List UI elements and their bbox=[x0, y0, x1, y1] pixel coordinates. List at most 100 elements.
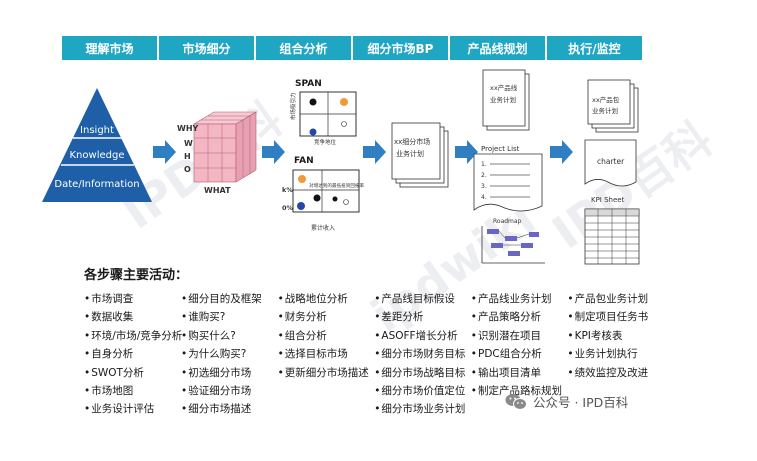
svg-text:W: W bbox=[184, 139, 193, 148]
list-item: 财务分析 bbox=[278, 308, 375, 326]
insight-pyramid: Insight Knowledge Date/Information bbox=[42, 88, 152, 202]
fan-note: 对增达到的最低投资回报率 bbox=[309, 182, 365, 189]
list-item: 细分市场财务目标 bbox=[374, 345, 471, 363]
list-item: 产品线目标假设 bbox=[374, 290, 471, 308]
arrow-1 bbox=[153, 140, 176, 164]
activity-columns: 市场调查 数据收集 环境/市场/竞争分析 自身分析 SWOT分析 市场地图 业务… bbox=[84, 290, 664, 419]
list-item: 初选细分市场 bbox=[181, 364, 278, 382]
fan-x-label: 累计收入 bbox=[311, 224, 335, 232]
list-item: 产品包业务计划 bbox=[567, 290, 664, 308]
project-list: Project List 1. 2. 3. 4. bbox=[473, 145, 543, 212]
svg-text:2.: 2. bbox=[481, 172, 487, 179]
activities-understand-market: 市场调查 数据收集 环境/市场/竞争分析 自身分析 SWOT分析 市场地图 业务… bbox=[84, 290, 182, 419]
list-item: 业务计划执行 bbox=[567, 345, 664, 363]
svg-text:xx产品包: xx产品包 bbox=[592, 95, 620, 104]
charter-doc: charter bbox=[584, 139, 637, 187]
list-item: 战略地位分析 bbox=[278, 290, 375, 308]
list-item: 细分市场业务计划 bbox=[374, 400, 471, 418]
svg-text:1.: 1. bbox=[481, 161, 487, 168]
list-item: 制定产品路标规划 bbox=[471, 382, 568, 400]
svg-text:业务计划: 业务计划 bbox=[490, 95, 516, 104]
phase-understand-market: 理解市场 bbox=[62, 36, 159, 60]
svg-text:3.: 3. bbox=[481, 183, 487, 190]
list-item: 市场调查 bbox=[84, 290, 181, 308]
phase-header: 理解市场 市场细分 组合分析 细分市场BP 产品线规划 执行/监控 bbox=[62, 36, 642, 60]
list-item: 细分目的及框架 bbox=[181, 290, 278, 308]
list-item: 绩效监控及改进 bbox=[567, 364, 664, 382]
wechat-account: 公众号 · IPD百科 bbox=[533, 395, 629, 410]
bp-document-stack: xx细分市场 业务计划 bbox=[391, 122, 449, 188]
svg-text:xx产品线: xx产品线 bbox=[490, 83, 518, 92]
list-item: 业务设计评估 bbox=[84, 400, 181, 418]
list-item: SWOT分析 bbox=[84, 364, 181, 382]
list-item: 谁购买? bbox=[181, 308, 278, 326]
product-line-plan-doc: xx产品线 业务计划 bbox=[482, 69, 530, 131]
segmentation-cube: WHY W H O WHAT bbox=[177, 111, 258, 195]
svg-text:O: O bbox=[184, 165, 191, 174]
activities-market-segmentation: 细分目的及框架 谁购买? 购买什么? 为什么购买? 初选细分市场 验证细分市场 … bbox=[181, 290, 278, 419]
wechat-credit: 公众号 · IPD百科 bbox=[505, 392, 628, 411]
fan-y-label: k% bbox=[282, 186, 293, 194]
list-item: 市场地图 bbox=[84, 382, 181, 400]
roadmap-title: Roadmap bbox=[493, 218, 522, 225]
list-item: 数据收集 bbox=[84, 308, 181, 326]
list-item: 更新细分市场描述 bbox=[278, 364, 375, 382]
kpi-label: KPI Sheet bbox=[591, 196, 625, 204]
arrow-3 bbox=[363, 140, 386, 164]
diagram-stage: Insight Knowledge Date/Information WHY W… bbox=[0, 60, 757, 265]
activities-segment-bp: 产品线目标假设 差距分析 ASOFF增长分析 细分市场财务目标 细分市场战略目标… bbox=[374, 290, 471, 419]
phase-execution-monitoring: 执行/监控 bbox=[547, 36, 642, 60]
list-item: 购买什么? bbox=[181, 327, 278, 345]
cube-why: WHY bbox=[177, 124, 199, 133]
fan-title: FAN bbox=[294, 156, 314, 166]
wechat-icon bbox=[505, 393, 527, 410]
span-title: SPAN bbox=[295, 79, 322, 89]
svg-text:H: H bbox=[184, 152, 191, 161]
cube-what: WHAT bbox=[204, 186, 231, 195]
phase-portfolio-analysis: 组合分析 bbox=[256, 36, 353, 60]
fan-chart: FAN 对增达到的最低投资回报率 k% 0% 累计收入 bbox=[282, 156, 365, 232]
list-item: 细分市场价值定位 bbox=[374, 382, 471, 400]
kpi-sheet: KPI Sheet bbox=[584, 196, 640, 265]
list-item: 细分市场战略目标 bbox=[374, 364, 471, 382]
list-item: 识别潜在项目 bbox=[471, 327, 568, 345]
list-item: 细分市场描述 bbox=[181, 400, 278, 418]
svg-text:业务计划: 业务计划 bbox=[396, 149, 424, 158]
phase-product-line-planning: 产品线规划 bbox=[450, 36, 547, 60]
pyramid-insight: Insight bbox=[80, 125, 114, 136]
span-y-label: 市场吸引力 bbox=[289, 92, 297, 120]
pyramid-information: Date/Information bbox=[54, 179, 139, 190]
svg-text:xx细分市场: xx细分市场 bbox=[394, 137, 430, 146]
list-item: 选择目标市场 bbox=[278, 345, 375, 363]
activities-portfolio-analysis: 战略地位分析 财务分析 组合分析 选择目标市场 更新细分市场描述 bbox=[278, 290, 375, 419]
list-item: KPI考核表 bbox=[567, 327, 664, 345]
svg-text:4.: 4. bbox=[481, 194, 487, 201]
project-list-title: Project List bbox=[481, 145, 520, 153]
pyramid-knowledge: Knowledge bbox=[70, 150, 125, 161]
list-item: 产品策略分析 bbox=[471, 308, 568, 326]
list-item: 环境/市场/竞争分析 bbox=[84, 327, 182, 345]
list-item: ASOFF增长分析 bbox=[374, 327, 471, 345]
fan-y-label-zero: 0% bbox=[282, 204, 294, 212]
span-chart: SPAN 市场吸引力 竞争地位 bbox=[289, 79, 357, 146]
list-item: 输出项目清单 bbox=[471, 364, 568, 382]
list-item: 制定项目任务书 bbox=[567, 308, 664, 326]
list-item: 验证细分市场 bbox=[181, 382, 278, 400]
package-plan-doc: xx产品包 业务计划 bbox=[587, 79, 639, 133]
phase-segment-bp: 细分市场BP bbox=[353, 36, 450, 60]
list-item: 自身分析 bbox=[84, 345, 181, 363]
span-x-label: 竞争地位 bbox=[314, 138, 337, 146]
arrow-2 bbox=[262, 140, 285, 164]
phase-market-segmentation: 市场细分 bbox=[159, 36, 256, 60]
svg-text:业务计划: 业务计划 bbox=[592, 106, 618, 115]
list-item: 差距分析 bbox=[374, 308, 471, 326]
activities-product-line-planning: 产品线业务计划 产品策略分析 识别潜在项目 PDC组合分析 输出项目清单 制定产… bbox=[471, 290, 568, 419]
arrow-4 bbox=[455, 140, 478, 164]
list-item: PDC组合分析 bbox=[471, 345, 568, 363]
roadmap: Roadmap bbox=[481, 218, 545, 264]
list-item: 组合分析 bbox=[278, 327, 375, 345]
activities-execution-monitoring: 产品包业务计划 制定项目任务书 KPI考核表 业务计划执行 绩效监控及改进 bbox=[567, 290, 664, 419]
arrow-5 bbox=[550, 140, 573, 164]
charter-label: charter bbox=[597, 157, 625, 166]
activities-title: 各步骤主要活动： bbox=[84, 268, 189, 283]
